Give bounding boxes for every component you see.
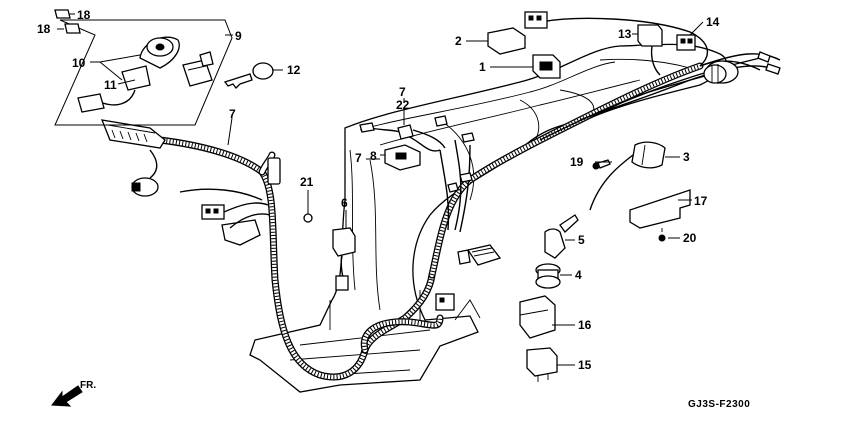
bracket-part-17	[629, 189, 691, 229]
label-15: 15	[578, 358, 592, 372]
connector-part-14	[676, 34, 696, 51]
relay-part-6	[332, 227, 356, 291]
screw-part-19	[592, 159, 611, 170]
label-7-left: 7	[229, 107, 236, 121]
figure-code: GJ3S-F2300	[688, 399, 750, 410]
label-8: 8	[370, 149, 377, 163]
label-20: 20	[683, 231, 697, 245]
lower-middle-connector	[435, 293, 455, 311]
label-12: 12	[287, 63, 301, 77]
fuse-connector-part-22	[397, 124, 446, 149]
label-13: 13	[618, 27, 632, 41]
cover-part-16	[519, 295, 556, 339]
front-direction-indicator: FR.	[51, 380, 96, 407]
left-sensor	[131, 149, 159, 197]
fuse-box-part-8	[384, 144, 421, 171]
label-2: 2	[455, 34, 462, 48]
label-5: 5	[578, 233, 585, 247]
label-7-mid: 7	[355, 151, 362, 165]
screw-part-20	[658, 228, 666, 242]
callout-leaders	[57, 13, 704, 366]
label-19: 19	[570, 155, 584, 169]
cover-part-2	[487, 27, 526, 55]
label-6: 6	[341, 196, 348, 210]
relay-part-1	[532, 54, 561, 79]
ignition-key	[223, 62, 274, 89]
label-1: 1	[479, 60, 486, 74]
right-terminals	[757, 51, 781, 75]
label-22: 22	[396, 98, 410, 112]
label-11: 11	[104, 78, 117, 92]
label-7-top: 7	[399, 85, 406, 99]
plug-cap-part-5	[544, 214, 579, 259]
multi-pin-connector	[100, 119, 166, 149]
label-14: 14	[706, 15, 720, 29]
bolt-part-21	[303, 213, 313, 223]
label-9: 9	[235, 29, 242, 43]
fuse-area-terminals	[359, 115, 475, 193]
grommet-part-4	[535, 263, 561, 289]
label-16: 16	[578, 318, 592, 332]
front-arrow-icon	[51, 385, 83, 407]
sensor-part-3	[589, 141, 666, 211]
ignition-coil	[703, 60, 739, 84]
main-wire-harness	[156, 17, 781, 381]
harness-connector-lower-left	[179, 188, 271, 246]
relay-part-13	[637, 24, 663, 76]
relay-part-15	[526, 347, 558, 382]
harness-grommet	[457, 244, 502, 266]
front-label: FR.	[80, 380, 96, 391]
callout-labels: 18 18 9 10 11 12 7 2 1 13 14 7 22 7 8 3 …	[37, 8, 720, 372]
ignition-switch-kit	[54, 19, 233, 126]
label-10: 10	[72, 56, 86, 70]
label-18-top: 18	[77, 8, 91, 22]
fuse-parts	[54, 9, 81, 34]
top-connector	[524, 11, 548, 29]
label-18-bottom: 18	[37, 22, 51, 36]
upper-branch-connector	[267, 157, 281, 185]
label-21: 21	[300, 175, 314, 189]
label-17: 17	[694, 194, 708, 208]
label-3: 3	[683, 150, 690, 164]
label-4: 4	[575, 268, 582, 282]
